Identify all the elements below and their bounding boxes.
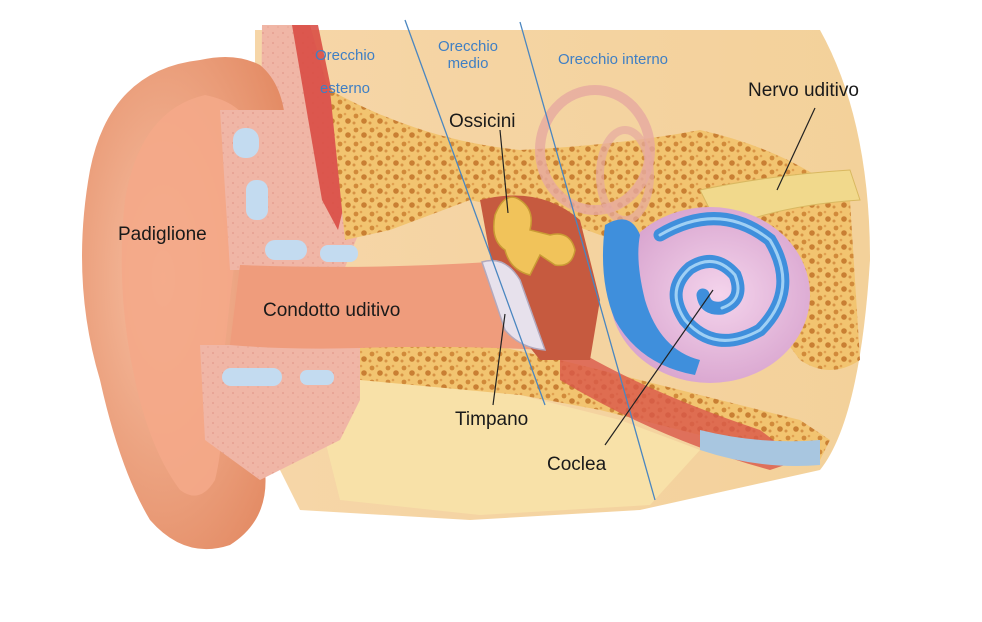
eardrum-shape xyxy=(481,259,547,351)
cartilage-gap xyxy=(320,245,358,262)
divider-outer-middle xyxy=(404,19,546,406)
leader-auditory-nerve xyxy=(776,107,816,191)
label-cochlea: Coclea xyxy=(547,454,607,475)
lower-tissue xyxy=(320,380,700,515)
muscle-band xyxy=(292,25,350,230)
label-middle-ear-line2: medio xyxy=(448,55,489,72)
label-eardrum: Timpano xyxy=(455,409,528,430)
ossicles-shape xyxy=(493,196,576,276)
label-ear-canal: Condotto uditivo xyxy=(263,300,400,321)
label-outer-ear-line1: Orecchio xyxy=(315,47,375,64)
cochlea-blue-duct xyxy=(602,219,700,375)
leader-eardrum xyxy=(492,313,506,406)
cartilage-gap xyxy=(265,240,307,260)
cartilage-gap xyxy=(233,128,259,158)
cochlea-spiral-inner xyxy=(658,217,785,342)
label-ossicles: Ossicini xyxy=(449,111,516,132)
label-pinna: Padiglione xyxy=(118,224,207,245)
ear-cartilage xyxy=(200,110,360,480)
blue-vessel xyxy=(700,430,820,466)
divider-middle-inner xyxy=(519,21,656,501)
cartilage-gap xyxy=(300,370,334,385)
ear-canal xyxy=(230,262,545,350)
label-outer-ear-line2: esterno xyxy=(320,80,370,97)
label-middle-ear-line1: Orecchio xyxy=(438,38,498,55)
cartilage-gap xyxy=(246,180,268,220)
label-inner-ear: Orecchio interno xyxy=(558,51,668,68)
label-auditory-nerve: Nervo uditivo xyxy=(748,80,859,101)
leader-cochlea xyxy=(604,289,714,446)
leader-ossicles xyxy=(499,129,509,214)
temporal-bone-upper xyxy=(330,90,860,370)
pinna-inner-fold xyxy=(121,95,256,496)
eustachian-tube xyxy=(560,340,800,470)
cartilage-gap xyxy=(222,368,282,386)
